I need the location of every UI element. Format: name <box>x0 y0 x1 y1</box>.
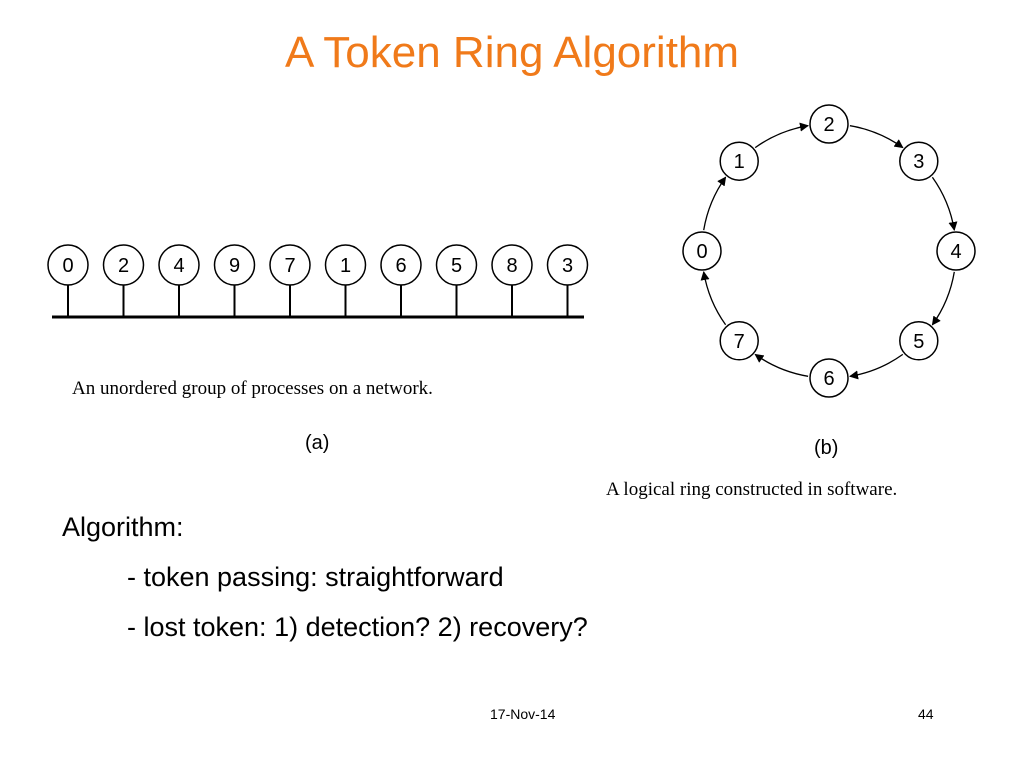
process-id: 1 <box>734 151 745 173</box>
bullet-item: - lost token: 1) detection? 2) recovery? <box>127 612 588 642</box>
process-circle <box>719 321 759 361</box>
process-id: 2 <box>823 114 834 136</box>
process-circle <box>435 244 478 286</box>
ring-process-node: 7 <box>719 321 759 361</box>
figure-a-label: (a) <box>305 432 330 454</box>
ring-process-node: 4 <box>936 231 976 271</box>
process-circle <box>158 244 200 286</box>
logical-ring-figure: 0 1 2 3 4 5 6 7 <box>682 104 976 398</box>
process-id: 9 <box>229 255 240 277</box>
bus-process-node: 4 <box>158 244 200 286</box>
process-id: 0 <box>696 241 707 263</box>
process-circle <box>936 231 976 271</box>
footer-date: 17-Nov-14 <box>490 706 556 722</box>
process-id: 5 <box>913 331 924 353</box>
process-id: 0 <box>62 255 73 277</box>
process-circle <box>269 244 311 286</box>
ring-arrow <box>703 176 727 231</box>
process-circle <box>213 244 256 286</box>
ring-process-node: 5 <box>899 321 939 361</box>
footer-page-number: 44 <box>918 706 934 722</box>
figure-b-label: (b) <box>814 437 839 459</box>
process-id: 2 <box>118 255 129 277</box>
process-circle <box>102 244 145 286</box>
process-circle <box>719 141 759 181</box>
process-id: 3 <box>562 255 573 277</box>
bus-process-node: 7 <box>269 244 311 286</box>
bus-process-node: 5 <box>435 244 478 286</box>
ring-process-node: 2 <box>809 104 849 144</box>
process-circle <box>899 141 939 181</box>
algorithm-notes: Algorithm: - token passing: straightforw… <box>62 512 588 662</box>
ring-arrow <box>849 353 904 380</box>
process-id: 4 <box>173 255 184 277</box>
process-id: 4 <box>950 241 961 263</box>
slide-title: A Token Ring Algorithm <box>284 28 740 77</box>
ring-arrow <box>849 125 904 149</box>
figure-a-caption: An unordered group of processes on a net… <box>72 378 433 399</box>
process-id: 7 <box>284 255 295 277</box>
ring-arrow <box>931 271 955 326</box>
bullet-item: - token passing: straightforward <box>127 562 504 592</box>
ring-arrow <box>931 176 958 231</box>
ring-process-node: 0 <box>682 231 722 271</box>
algorithm-heading: Algorithm: <box>62 512 184 542</box>
ring-process-node: 3 <box>899 141 939 181</box>
ring-process-node: 6 <box>809 358 849 398</box>
ring-arrow <box>754 122 809 149</box>
ring-process-node: 1 <box>719 141 759 181</box>
process-circle <box>899 321 939 361</box>
network-bus-figure: 0 2 4 9 7 1 6 5 8 3 <box>47 244 589 319</box>
bus-process-node: 2 <box>102 244 145 286</box>
process-id: 5 <box>451 255 462 277</box>
bus-process-node: 1 <box>324 244 367 286</box>
process-circle <box>47 244 89 286</box>
bus-process-node: 6 <box>380 244 422 286</box>
process-id: 1 <box>340 255 351 277</box>
bus-process-node: 3 <box>546 244 589 286</box>
ring-arrow <box>700 271 727 326</box>
bus-process-node: 8 <box>491 244 533 286</box>
process-id: 6 <box>823 368 834 390</box>
process-circle <box>682 231 722 271</box>
process-circle <box>809 358 849 398</box>
process-circle <box>380 244 422 286</box>
process-circle <box>491 244 533 286</box>
process-circle <box>546 244 589 286</box>
bus-process-node: 0 <box>47 244 89 286</box>
process-circle <box>809 104 849 144</box>
process-id: 3 <box>913 151 924 173</box>
process-id: 8 <box>506 255 517 277</box>
ring-arrow <box>754 353 809 377</box>
bus-process-node: 9 <box>213 244 256 286</box>
process-id: 7 <box>734 331 745 353</box>
figure-b-caption: A logical ring constructed in software. <box>606 479 898 500</box>
process-id: 6 <box>395 255 406 277</box>
process-circle <box>324 244 367 286</box>
